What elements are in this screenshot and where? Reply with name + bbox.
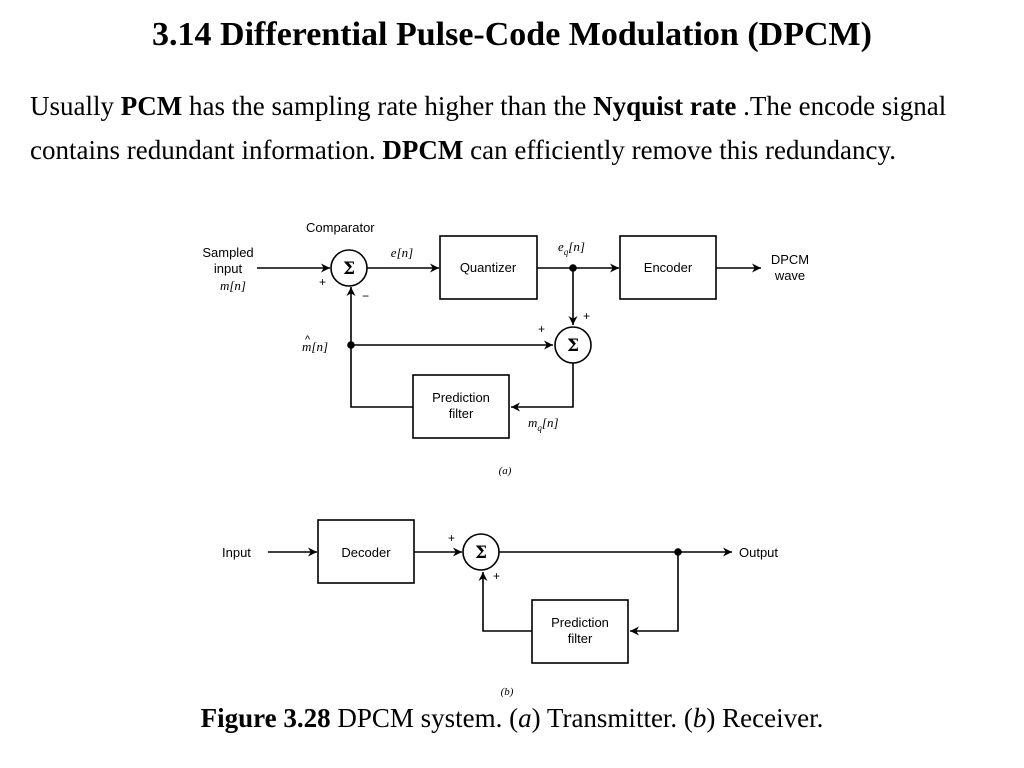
para-bold-pcm: PCM bbox=[120, 91, 183, 121]
sampled-input-label-1: Sampled bbox=[202, 245, 253, 260]
comparator-sigma: Σ bbox=[343, 259, 355, 279]
encoder-label: Encoder bbox=[644, 260, 693, 275]
para-bold-dpcm: DPCM bbox=[382, 135, 464, 165]
caption-figure-number: Figure 3.28 bbox=[200, 703, 331, 733]
caption-text-3: ) Receiver. bbox=[706, 703, 824, 733]
tx-prediction-label-2: filter bbox=[449, 406, 474, 421]
intro-paragraph: Usually PCM has the sampling rate higher… bbox=[30, 84, 1000, 172]
tx-prediction-label-1: Prediction bbox=[432, 390, 490, 405]
para-text-4: can efficiently remove this redundancy. bbox=[463, 135, 896, 165]
transmitter-sublabel: (a) bbox=[499, 465, 512, 477]
dpcm-wave-label-1: DPCM bbox=[771, 252, 809, 267]
para-text-2: has the sampling rate higher than the bbox=[182, 91, 594, 121]
figure-caption: Figure 3.28 DPCM system. (a) Transmitter… bbox=[0, 700, 1024, 736]
caption-a: a bbox=[518, 703, 532, 733]
rx-adder-sigma: Σ bbox=[475, 543, 487, 563]
adder-sigma: Σ bbox=[567, 336, 579, 356]
error-var-en: e[n] bbox=[391, 245, 413, 260]
adder-plus-left: + bbox=[538, 322, 545, 336]
comparator-minus: − bbox=[362, 289, 369, 303]
filter-to-comparator-line bbox=[346, 287, 413, 408]
comparator-label: Comparator bbox=[306, 220, 375, 235]
dpcm-wave-label-2: wave bbox=[774, 268, 805, 283]
rx-filter-to-adder-line bbox=[478, 572, 532, 632]
para-bold-nyquist: Nyquist rate bbox=[593, 91, 737, 121]
rx-output-label: Output bbox=[739, 545, 778, 560]
para-text-3: .The encode signal contains redundant in… bbox=[30, 91, 947, 165]
mhat-accent: ^ bbox=[305, 334, 311, 346]
quantizer-label: Quantizer bbox=[460, 260, 517, 275]
transmitter-diagram: Comparator Sampled input m[n] Σ + − e[n]… bbox=[202, 220, 809, 477]
rx-prediction-label-2: filter bbox=[568, 631, 593, 646]
caption-text-2: ) Transmitter. ( bbox=[531, 703, 693, 733]
receiver-sublabel: (b) bbox=[501, 686, 514, 698]
rx-adder-plus-left: + bbox=[448, 531, 455, 545]
comparator-plus: + bbox=[319, 275, 326, 289]
adder-to-filter-line bbox=[511, 363, 574, 412]
rx-prediction-label-1: Prediction bbox=[551, 615, 609, 630]
adder-plus-top: + bbox=[583, 309, 590, 323]
para-text-1: Usually bbox=[30, 91, 121, 121]
mhat-var: m[n] bbox=[302, 339, 328, 354]
rx-input-label: Input bbox=[222, 545, 251, 560]
sampled-input-label-2: input bbox=[214, 261, 243, 276]
caption-text-1: DPCM system. ( bbox=[330, 703, 519, 733]
receiver-diagram: Input Decoder + Σ + Output Prediction fi… bbox=[222, 519, 778, 698]
mq-var: mq[n] bbox=[528, 415, 559, 433]
caption-b: b bbox=[692, 703, 707, 733]
eq-var: eq[n] bbox=[558, 239, 585, 257]
input-var-mn: m[n] bbox=[220, 278, 246, 293]
rx-adder-plus-bottom: + bbox=[493, 569, 500, 583]
page-title: 3.14 Differential Pulse-Code Modulation … bbox=[152, 16, 872, 53]
decoder-label: Decoder bbox=[341, 545, 391, 560]
rx-output-to-filter-line bbox=[630, 552, 679, 636]
